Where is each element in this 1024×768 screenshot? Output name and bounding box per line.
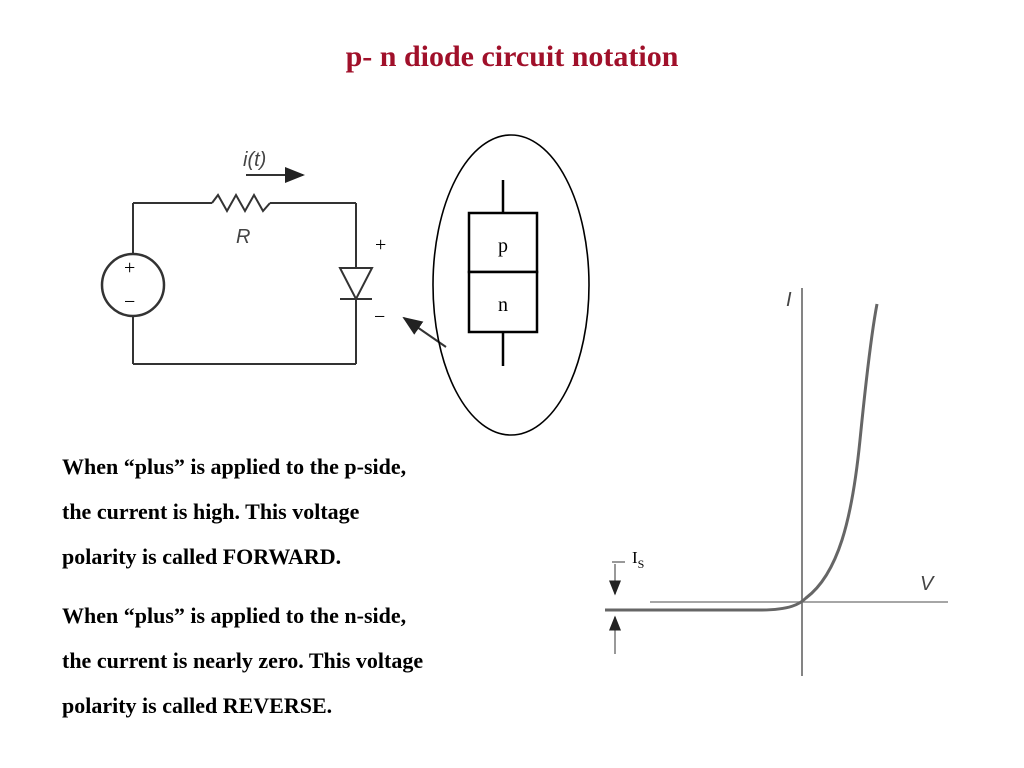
circuit-diagram (100, 167, 447, 365)
n-region-label: n (498, 294, 508, 316)
reverse-line-3: polarity is called REVERSE. (62, 693, 333, 718)
diode-plus-label: + (375, 234, 386, 256)
saturation-current-subscript: S (638, 557, 645, 571)
diode-minus-label: − (374, 306, 385, 328)
p-region (467, 211, 539, 274)
junction-ellipse (432, 134, 590, 436)
saturation-current-label: IS (632, 548, 644, 571)
source-plus-label: + (124, 257, 135, 279)
iv-curve (605, 303, 879, 612)
n-region (467, 270, 539, 334)
reverse-line-2: the current is nearly zero. This voltage (62, 648, 424, 673)
saturation-current-symbol: I (632, 548, 638, 567)
forward-paragraph: When “plus” is applied to the p-side, th… (62, 444, 542, 579)
p-region-label: p (498, 235, 508, 257)
resistor-label: R (236, 226, 250, 248)
x-axis-label: V (920, 573, 935, 595)
resistor (211, 192, 271, 214)
reverse-line-1: When “plus” is applied to the n-side, (62, 603, 407, 628)
page-title: p- n diode circuit notation (345, 40, 679, 73)
iv-curve-graph (605, 288, 948, 676)
forward-line-3: polarity is called FORWARD. (62, 544, 342, 569)
forward-line-1: When “plus” is applied to the p-side, (62, 454, 407, 479)
reverse-paragraph: When “plus” is applied to the n-side, th… (62, 593, 542, 728)
source-minus-label: − (124, 291, 135, 313)
y-axis-label: I (786, 289, 792, 311)
forward-line-2: the current is high. This voltage (62, 499, 360, 524)
junction-closeup (432, 134, 590, 436)
current-label: i(t) (243, 149, 266, 171)
diode-symbol (338, 267, 374, 302)
